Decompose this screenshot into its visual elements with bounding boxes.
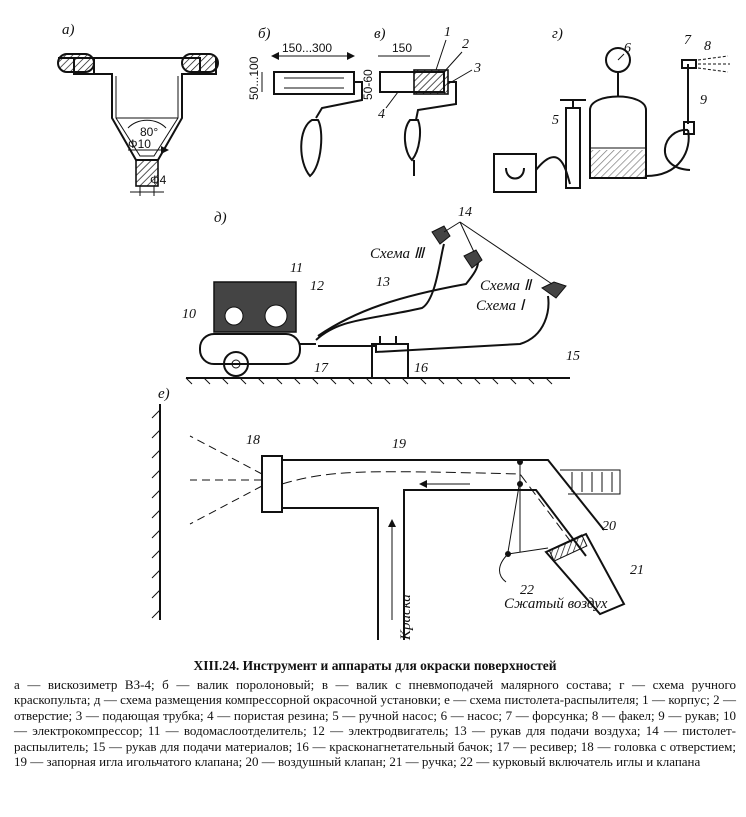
callout-2: 2	[462, 37, 469, 52]
scheme-2-label: Схема Ⅱ	[480, 278, 533, 294]
panel-v-label: в)	[374, 26, 386, 42]
callout-13: 13	[376, 275, 390, 290]
callout-22: 22	[520, 583, 534, 598]
callout-16: 16	[414, 361, 428, 376]
callout-15: 15	[566, 349, 580, 364]
panel-d-label: д)	[214, 210, 227, 226]
callout-19: 19	[392, 437, 406, 452]
callout-8: 8	[704, 39, 711, 54]
caption-body: а — вискозиметр ВЗ-4; б — валик поролоно…	[14, 676, 736, 770]
panel-b-label: б)	[258, 26, 271, 42]
callout-9: 9	[700, 93, 707, 108]
callout-11: 11	[290, 261, 303, 276]
callout-6: 6	[624, 41, 631, 56]
panel-e-spray-gun-scheme: е) Краска Сжатый воздух 18 19 20 21 22	[151, 386, 644, 641]
dim-b-height: 50...100	[247, 56, 261, 100]
callout-7: 7	[684, 33, 692, 48]
callout-18: 18	[246, 433, 260, 448]
dim-phi10: Φ10	[128, 137, 151, 151]
panel-e-label: е)	[158, 386, 170, 402]
callout-20: 20	[602, 519, 616, 534]
dim-phi4: Φ4	[150, 173, 167, 187]
callout-4: 4	[378, 107, 385, 122]
technical-drawing: а) 80° Φ10 Φ4 б) 150...300 50...100 в) 1…	[57, 22, 730, 641]
scheme-1-label: Схема Ⅰ	[476, 298, 526, 314]
panel-g-hand-sprayer: г) 5 6 7 8 9	[493, 26, 730, 193]
callout-5: 5	[552, 113, 559, 128]
callout-3: 3	[473, 61, 481, 76]
panel-g-label: г)	[552, 26, 563, 42]
dim-v-length: 150	[392, 41, 412, 55]
flow-paint-label: Краска	[398, 594, 414, 641]
dim-v-height: 50-60	[361, 69, 375, 100]
panel-a-viscosimeter: а) 80° Φ10 Φ4	[57, 22, 219, 196]
panel-a-label: а)	[62, 22, 75, 38]
panel-v-pneumatic-roller: в) 150 50-60 1 2 3 4	[361, 25, 481, 176]
callout-17: 17	[314, 361, 329, 376]
dim-angle-80: 80°	[140, 125, 158, 139]
callout-14: 14	[458, 205, 472, 220]
callout-12: 12	[310, 279, 324, 294]
callout-1: 1	[444, 25, 451, 40]
scheme-3-label: Схема Ⅲ	[370, 246, 426, 262]
flow-air-label: Сжатый воздух	[504, 596, 608, 612]
figure-caption: XIII.24. Инструмент и аппараты для окрас…	[14, 658, 736, 770]
panel-b-foam-roller: б) 150...300 50...100	[247, 26, 363, 178]
caption-title: XIII.24. Инструмент и аппараты для окрас…	[193, 658, 557, 673]
callout-21: 21	[630, 563, 644, 578]
callout-10: 10	[182, 307, 196, 322]
panel-d-compressor-installation: д) Схема Ⅲ Схема Ⅱ Схема Ⅰ 10 11 12 13 1…	[182, 205, 580, 385]
dim-b-length: 150...300	[282, 41, 332, 55]
